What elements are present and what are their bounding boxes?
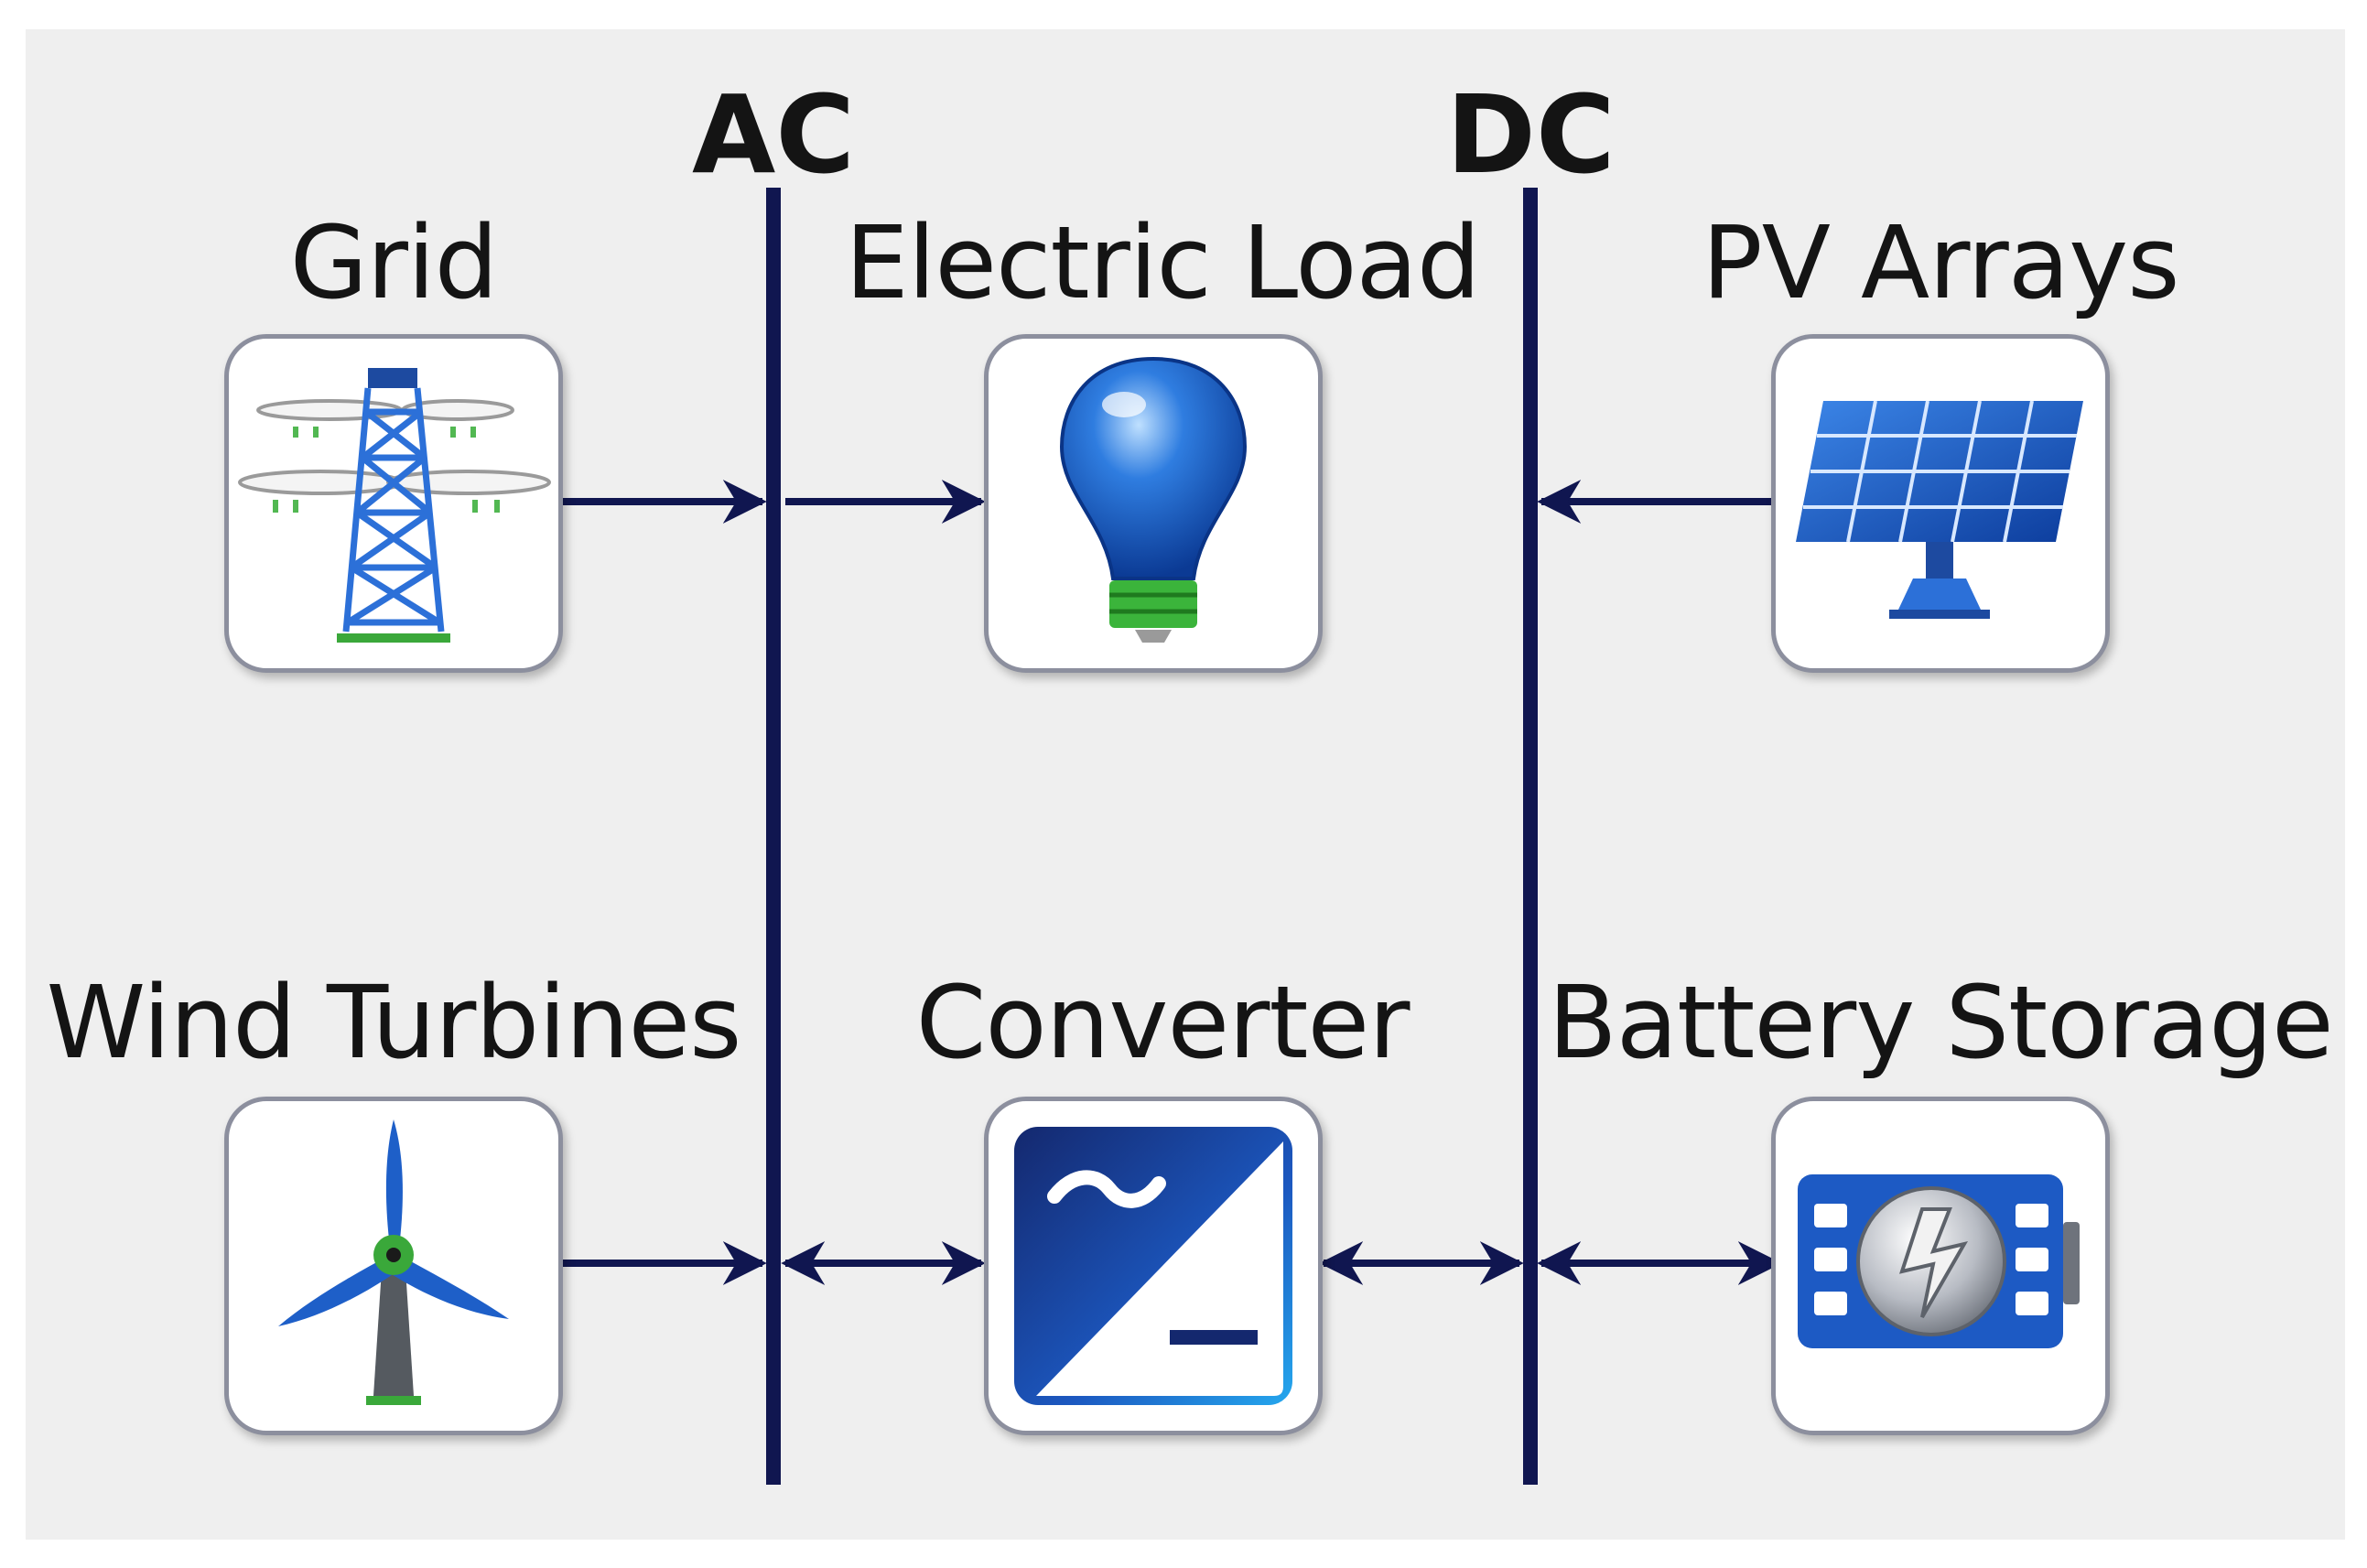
- wind-turbines-label: Wind Turbines: [46, 964, 742, 1081]
- ac-dc-converter-icon: [1014, 1127, 1292, 1405]
- grid-component[interactable]: [224, 334, 563, 673]
- ac-bus-label: AC: [692, 71, 855, 198]
- light-bulb-icon: [1059, 356, 1248, 643]
- converter-label: Converter: [915, 964, 1410, 1081]
- wind-turbines-component[interactable]: [224, 1097, 563, 1435]
- pv-arrays-label: PV Arrays: [1702, 204, 2179, 321]
- electric-load-component[interactable]: [984, 334, 1323, 673]
- solar-panel-icon: [1796, 400, 2083, 619]
- converter-component[interactable]: [984, 1097, 1323, 1435]
- battery-storage-label: Battery Storage: [1548, 964, 2333, 1081]
- transmission-tower-icon: [238, 368, 551, 643]
- grid-label: Grid: [289, 204, 499, 321]
- battery-icon: [1798, 1174, 2080, 1348]
- battery-storage-component[interactable]: [1771, 1097, 2110, 1435]
- electric-load-label: Electric Load: [845, 204, 1480, 321]
- dc-bus-label: DC: [1446, 71, 1616, 198]
- wind-turbine-icon: [278, 1119, 509, 1405]
- pv-arrays-component[interactable]: [1771, 334, 2110, 673]
